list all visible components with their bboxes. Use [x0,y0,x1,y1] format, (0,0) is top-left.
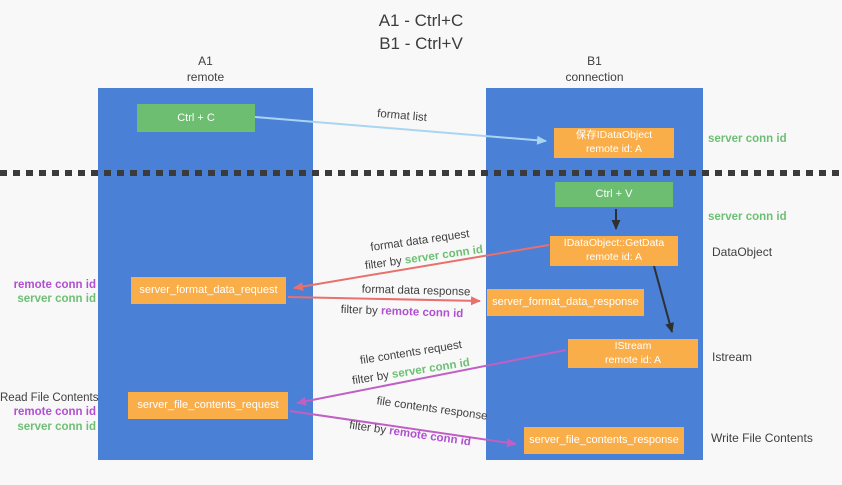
node-istream-line1: IStream [614,339,652,352]
title-line-1: A1 - Ctrl+C [378,11,464,30]
title-line-2: B1 - Ctrl+V [379,33,463,53]
node-server-file-contents-request: server_file_contents_request [128,392,288,419]
annotation-left-conn-ids-top: remote conn id server conn id [0,278,96,307]
annotation-server-conn-id-top: server conn id [708,133,787,145]
annotation-dataobject: DataObject [712,245,773,259]
lane-a1-name: A1 [198,54,213,68]
lane-header-b1: B1 connection [486,54,703,85]
node-istream: IStream remote id: A [568,339,698,368]
label-remote-conn-id-purple-1: remote conn id [380,305,464,321]
annotation-server-conn-id-mid: server conn id [708,211,787,223]
node-server-file-contents-response: server_file_contents_response [524,427,684,454]
node-save-idataobject: 保存IDataObject remote id: A [554,128,674,158]
lane-b1-subtitle: connection [565,69,624,84]
label-remote-conn-id-purple-2: remote conn id [388,425,472,449]
annotation-remote-conn-id-2: remote conn id [13,406,96,419]
node-save-idataobject-line2: remote id: A [585,143,643,155]
label-filter-by-text-2: filter by [340,303,382,318]
label-filter-by-remote-conn-id-1: filter by remote conn id [340,304,463,320]
session-separator-dotted-line [0,170,842,176]
lane-a1-subtitle: remote [186,69,225,84]
node-save-idataobject-line1: 保存IDataObject [575,129,653,142]
node-idataobject-getdata: IDataObject::GetData remote id: A [550,236,678,266]
label-format-list: format list [376,107,428,125]
label-filter-by-text-4: filter by [348,419,390,438]
node-idataobject-getdata-line1: IDataObject::GetData [563,237,665,250]
node-ctrl-v: Ctrl + V [555,182,673,207]
node-server-format-data-request: server_format_data_request [131,277,286,304]
label-format-data-response: format data response [361,283,471,299]
annotation-istream: Istream [712,350,753,364]
lane-b1-name: B1 [587,54,602,68]
label-filter-by-text-1: filter by [364,254,406,273]
annotation-server-conn-id-1: server conn id [17,293,96,306]
annotation-write-file-contents: Write File Contents [711,431,813,445]
lane-header-a1: A1 remote [98,54,313,85]
label-file-contents-response: file contents response [375,395,489,423]
node-istream-line2: remote id: A [604,353,662,366]
node-server-format-data-response: server_format_data_response [487,289,644,316]
diagram-title: A1 - Ctrl+C B1 - Ctrl+V [0,10,842,56]
annotation-remote-conn-id-1: remote conn id [13,279,96,291]
annotation-server-conn-id-2: server conn id [17,420,96,433]
node-ctrl-c: Ctrl + C [137,104,255,132]
node-idataobject-getdata-line2: remote id: A [585,251,643,263]
annotation-left-conn-ids-bottom: Read File Contents remote conn id server… [0,391,99,434]
label-server-conn-id-green-2: server conn id [391,356,471,381]
annotation-read-file-contents: Read File Contents [0,392,99,404]
label-filter-by-remote-conn-id-2: filter by remote conn id [348,420,471,449]
label-filter-by-text-3: filter by [351,369,393,388]
